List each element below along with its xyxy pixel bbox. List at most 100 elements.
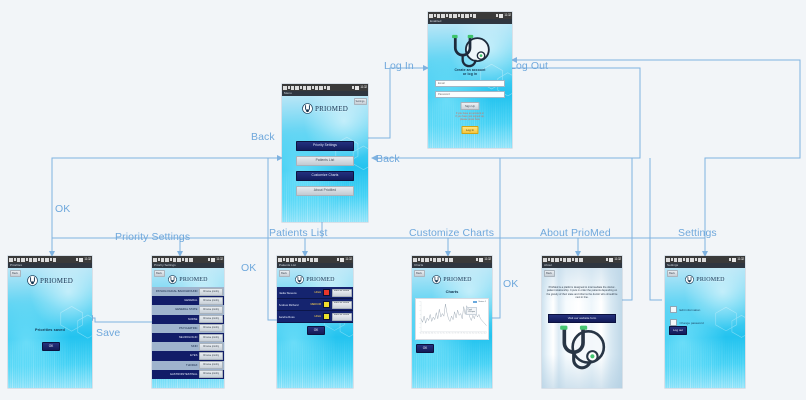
choose-priority-button[interactable]: Choose priority: [199, 305, 223, 314]
settings-option-label: Change password: [679, 320, 704, 325]
status-time: 11:32: [737, 256, 744, 261]
ok-button[interactable]: OK: [307, 326, 325, 335]
ok-button[interactable]: OK: [42, 342, 60, 351]
choose-priority-button[interactable]: Choose priority: [199, 296, 223, 305]
menu-item-customize-charts[interactable]: Customize Charts: [296, 171, 354, 181]
svg-text:05: 05: [426, 332, 428, 334]
settings-option-label: Edit information: [679, 307, 701, 312]
status-bar: 11:32: [282, 84, 368, 91]
choose-priority-button[interactable]: Choose priority: [199, 333, 223, 342]
priority-row-label: PSYCHIATRIC: [179, 326, 198, 330]
choose-priority-button[interactable]: Choose priority: [199, 315, 223, 324]
choose-priority-button[interactable]: Choose priority: [199, 324, 223, 333]
chart-legend: Series 1: [473, 301, 486, 303]
screen-about[interactable]: 11:32 About Back PrioMed is a platform d…: [542, 256, 622, 388]
settings-option-edit-information[interactable]: Edit information: [670, 306, 704, 313]
svg-text:36: 36: [473, 332, 475, 334]
choose-priority-button[interactable]: Choose priority: [199, 351, 223, 360]
screen-settings[interactable]: 11:32 Settings Back PRIOMED: [665, 256, 745, 388]
menu-item-patients-list[interactable]: Patients List: [296, 156, 354, 166]
priority-color-swatch: [323, 289, 330, 296]
edge-label-save: Save: [96, 327, 121, 339]
patient-priority: HIGH: [314, 291, 321, 294]
back-button[interactable]: Back: [666, 269, 678, 277]
svg-text:09: 09: [432, 332, 434, 334]
back-button[interactable]: Back: [543, 269, 555, 277]
chart-annotation: Peak 128 bpm: [465, 307, 477, 315]
table-row[interactable]: Sandra Ross HIGH Mark as visited: [277, 311, 353, 323]
screen-patients-list[interactable]: 11:32 Patients List Back PRIOMED: [277, 256, 353, 388]
menu-overflow-button[interactable]: Settings: [353, 97, 367, 105]
chart-legend-label: Series 1: [478, 301, 486, 303]
screen-login[interactable]: 11:32 Enabled Create an account o: [428, 12, 512, 148]
screen-priority-settings[interactable]: 11:32 Priority Settings Back PRIOMED PAT…: [152, 256, 224, 388]
svg-text:23: 23: [453, 332, 455, 334]
back-button[interactable]: Back: [278, 269, 290, 277]
patient-priority: HIGH: [314, 315, 321, 318]
priority-row-label: NURSE: [187, 317, 198, 321]
svg-text:5: 5: [420, 310, 421, 312]
svg-text:32: 32: [467, 332, 469, 334]
sign-up-button[interactable]: Sign Up: [460, 102, 480, 110]
status-bar: 11:32: [152, 256, 224, 263]
status-bar: 11:32: [665, 256, 745, 263]
mark-as-visited-button[interactable]: Mark as visited: [331, 300, 352, 309]
table-row[interactable]: Andrew Richard MEDIUM Mark as visited: [277, 299, 353, 311]
svg-text:02: 02: [421, 332, 423, 334]
back-button[interactable]: Back: [153, 269, 165, 277]
log-in-button[interactable]: Log In: [461, 126, 479, 134]
svg-text:16: 16: [443, 332, 445, 334]
mark-as-visited-button[interactable]: Mark as visited: [331, 288, 352, 297]
status-bar: 11:32: [277, 256, 353, 263]
main-menu-buttons: Priority Settings Patients List Customiz…: [296, 141, 354, 201]
edge-label-ok-left: OK: [55, 203, 71, 215]
screen-priorities-saved[interactable]: 11:32 Priorities Back PRIOMED Priorities: [8, 256, 92, 388]
status-time: 11:32: [84, 256, 91, 261]
status-time: 11:32: [484, 256, 491, 261]
menu-item-about-priomed[interactable]: About PrioMed: [296, 186, 354, 196]
settings-option-change-password[interactable]: Change password: [670, 319, 704, 326]
hexagon-pattern-icon: [715, 307, 745, 338]
priority-row-label: SKIN: [191, 345, 198, 349]
title-bar: Charts: [412, 263, 492, 268]
chart-heading: Charts: [445, 289, 459, 294]
brand-header: PRIOMED: [412, 275, 492, 284]
password-field[interactable]: [435, 91, 505, 98]
choose-priority-button[interactable]: Choose priority: [199, 287, 223, 296]
priority-color-swatch: [323, 313, 330, 320]
status-bar: 11:32: [428, 12, 512, 19]
table-row[interactable]: Nadia Stevens HIGH Mark as visited: [277, 287, 353, 299]
menu-item-priority-settings[interactable]: Priority Settings: [296, 141, 354, 151]
stethoscope-logo-icon: [560, 325, 606, 370]
priority-row-label: GENERAL: [184, 299, 198, 303]
svg-text:15: 15: [441, 332, 443, 334]
mark-as-visited-button[interactable]: Mark as visited: [331, 312, 352, 321]
visit-website-button[interactable]: Visit our website form: [548, 314, 616, 323]
email-field[interactable]: [435, 80, 505, 87]
screen-main-menu[interactable]: 11:32 Menu Settings PRIOMED Pri: [282, 84, 368, 222]
log-out-button[interactable]: Log out: [669, 326, 687, 335]
choose-priority-button[interactable]: Choose priority: [199, 361, 223, 370]
svg-text:24: 24: [455, 332, 457, 334]
svg-text:12: 12: [436, 332, 438, 334]
back-button[interactable]: Back: [413, 269, 425, 277]
choose-priority-button[interactable]: Choose priority: [199, 370, 223, 379]
ok-button[interactable]: OK: [416, 344, 434, 353]
back-button[interactable]: Back: [9, 269, 21, 277]
choose-priority-button[interactable]: Choose priority: [199, 342, 223, 351]
checkbox[interactable]: [670, 306, 677, 313]
checkbox[interactable]: [670, 319, 677, 326]
